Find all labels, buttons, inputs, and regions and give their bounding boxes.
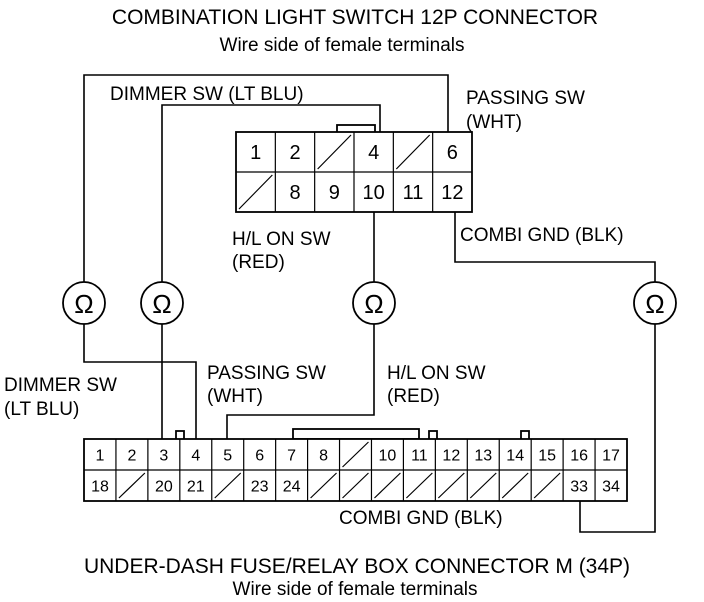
label-dimmer-top: DIMMER SW (LT BLU) xyxy=(110,84,304,105)
bottom-terminal-label: 1 xyxy=(96,447,105,464)
bottom-blank-cavity xyxy=(469,472,497,499)
label-dimmer-bot-1: DIMMER SW xyxy=(4,375,117,396)
bottom-blank-cavity xyxy=(437,472,465,499)
top-terminal-label: 12 xyxy=(441,182,463,204)
ohm-symbol: Ω xyxy=(74,289,93,319)
top-terminal-label: 10 xyxy=(363,182,385,204)
ohmmeter-combi: Ω xyxy=(633,281,677,325)
top-terminal-label: 2 xyxy=(289,142,300,164)
bottom-terminal-label: 24 xyxy=(283,478,301,495)
label-passing-bot-1: PASSING SW xyxy=(207,363,326,384)
bottom-terminal-label: 20 xyxy=(155,478,173,495)
label-combi-bot: COMBI GND (BLK) xyxy=(339,508,503,529)
bottom-terminal-label: 12 xyxy=(442,447,460,464)
top-terminal-label: 1 xyxy=(250,142,261,164)
bottom-terminal-label: 8 xyxy=(319,447,328,464)
top-terminal-label: 11 xyxy=(403,182,424,204)
label-passing-bot-2: (WHT) xyxy=(207,386,263,407)
label-passing-top-1: PASSING SW xyxy=(466,88,585,109)
ohm-symbol: Ω xyxy=(364,289,383,319)
bottom-terminal-label: 16 xyxy=(570,447,588,464)
wire-dimmer-top xyxy=(83,74,449,282)
bottom-blank-cavity xyxy=(405,472,433,499)
ohmmeter-passing: Ω xyxy=(140,281,184,325)
bottom-blank-cavity xyxy=(501,472,529,499)
wire-combi-lower xyxy=(579,324,656,533)
label-passing-top-2: (WHT) xyxy=(466,112,522,133)
ohmmeter-hl: Ω xyxy=(352,281,396,325)
top-connector-title: COMBINATION LIGHT SWITCH 12P CONNECTOR xyxy=(112,6,598,29)
bottom-terminal-label: 21 xyxy=(187,478,205,495)
bottom-terminal-label: 7 xyxy=(287,447,296,464)
bottom-terminal-label: 5 xyxy=(223,447,232,464)
wire-passing-top xyxy=(161,104,381,282)
bottom-terminal-label: 33 xyxy=(570,478,588,495)
bottom-terminal-label: 14 xyxy=(506,447,524,464)
bottom-terminal-label: 34 xyxy=(602,478,620,495)
top-blank-cavity xyxy=(395,134,431,170)
bottom-terminal-label: 4 xyxy=(191,447,200,464)
bottom-terminal-label: 11 xyxy=(411,447,428,464)
bottom-terminal-label: 17 xyxy=(602,447,620,464)
bottom-blank-cavity xyxy=(342,472,369,499)
label-hl-bot-1: H/L ON SW xyxy=(387,363,486,384)
bottom-terminal-label: 2 xyxy=(127,447,136,464)
bottom-terminal-label: 15 xyxy=(538,447,556,464)
bottom-terminal-label: 3 xyxy=(159,447,168,464)
bottom-blank-cavity xyxy=(214,472,242,499)
label-combi-top: COMBI GND (BLK) xyxy=(460,225,624,246)
top-blank-cavity xyxy=(317,134,352,170)
wire-hl-lower xyxy=(226,324,375,439)
ohm-symbol: Ω xyxy=(645,289,664,319)
bottom-connector-subtitle: Wire side of female terminals xyxy=(233,579,478,600)
top-terminal-label: 6 xyxy=(447,142,458,164)
top-terminal-label: 9 xyxy=(329,182,340,204)
bottom-terminal-label: 10 xyxy=(379,447,397,464)
bottom-blank-cavity xyxy=(374,472,401,499)
bottom-terminal-label: 6 xyxy=(255,447,264,464)
label-hl-top-2: (RED) xyxy=(232,252,285,273)
label-hl-bot-2: (RED) xyxy=(387,386,440,407)
bottom-blank-cavity xyxy=(118,472,146,499)
top-terminal-label: 8 xyxy=(289,182,300,204)
wire-dimmer-lower xyxy=(83,324,197,439)
bottom-blank-cavity xyxy=(310,472,337,499)
bottom-blank-cavity xyxy=(342,441,369,468)
bottom-terminal-label: 23 xyxy=(251,478,269,495)
label-dimmer-bot-2: (LT BLU) xyxy=(4,399,79,420)
label-hl-top-1: H/L ON SW xyxy=(232,229,331,250)
top-terminal-label: 4 xyxy=(368,142,379,164)
bottom-connector-title: UNDER-DASH FUSE/RELAY BOX CONNECTOR M (3… xyxy=(84,555,630,578)
ohmmeter-dimmer: Ω xyxy=(62,281,106,325)
bottom-terminal-label: 13 xyxy=(474,447,492,464)
bottom-terminal-label: 18 xyxy=(91,478,109,495)
ohm-symbol: Ω xyxy=(152,289,171,319)
bottom-blank-cavity xyxy=(533,472,561,499)
top-connector-subtitle: Wire side of female terminals xyxy=(220,35,465,56)
top-blank-cavity xyxy=(238,174,273,210)
wire-combi-top xyxy=(454,212,656,282)
